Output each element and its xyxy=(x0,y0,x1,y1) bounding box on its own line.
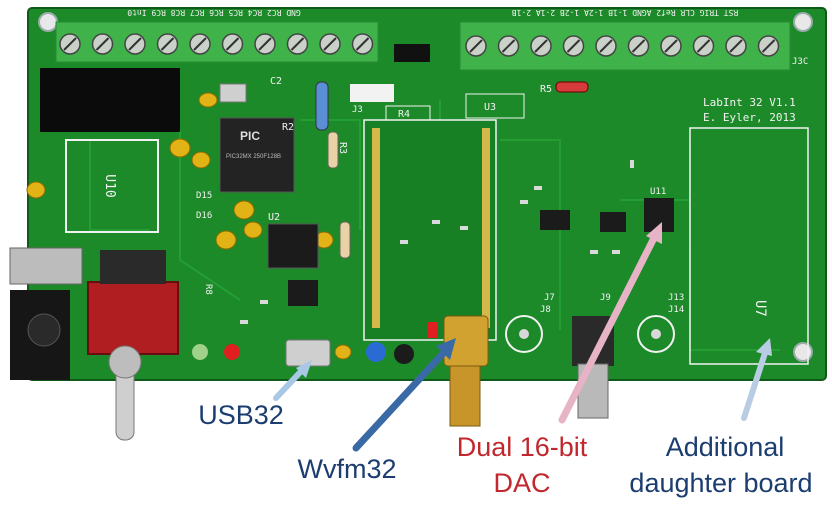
arrow-wvfm32-head xyxy=(436,338,456,360)
terminal-screw-slot xyxy=(63,37,77,51)
label-r4: R4 xyxy=(398,109,410,120)
label-r3: R3 xyxy=(337,142,348,154)
mounting-hole xyxy=(793,342,813,362)
terminal-screw-slot xyxy=(566,39,581,53)
chip xyxy=(288,280,318,306)
terminal-screw-slot xyxy=(95,37,110,51)
additional-daughter-board-outline xyxy=(689,127,809,365)
toggle-switch-body xyxy=(87,281,179,355)
terminal-screw-slot xyxy=(664,39,678,53)
resistor xyxy=(315,81,329,131)
board-title-line2: E. Eyler, 2013 xyxy=(703,111,796,124)
label-j9: J9 xyxy=(600,293,611,303)
led-red xyxy=(224,344,240,360)
smd-components xyxy=(240,160,634,324)
terminal-screw-slot xyxy=(631,39,646,53)
terminal-screw-slot xyxy=(355,37,370,51)
label-j8: J8 xyxy=(540,305,551,315)
label-r2: R2 xyxy=(282,122,294,133)
led-green xyxy=(192,344,208,360)
label-u3: U3 xyxy=(484,102,496,113)
annotation-daughter-line1: Additional xyxy=(665,432,785,462)
terminal-screw-slot xyxy=(696,39,711,53)
resistor xyxy=(327,131,339,169)
bnc-pads xyxy=(505,315,675,353)
power-jack-metal xyxy=(9,247,83,285)
led-small-red xyxy=(428,322,438,338)
pic-chip xyxy=(219,117,295,193)
arrow-wvfm32 xyxy=(352,344,452,452)
label-c2: C2 xyxy=(270,76,282,87)
label-d15: D15 xyxy=(196,191,212,201)
label-j3: J3 xyxy=(352,105,363,115)
arrow-usb32-head xyxy=(296,360,312,378)
terminal-screw-slot xyxy=(128,37,142,51)
transistor xyxy=(394,344,414,364)
power-jack-hole xyxy=(27,313,61,347)
terminal-screws-left xyxy=(59,33,374,55)
black-module xyxy=(40,68,180,132)
pad-center xyxy=(519,329,529,339)
pad-center xyxy=(651,329,661,339)
pic-part-number: PIC32MX 250F128B xyxy=(226,154,281,160)
arrow-dac xyxy=(558,230,660,424)
arrow-dac-head xyxy=(646,222,662,244)
header-top xyxy=(394,44,430,62)
board-title-line1: LabInt 32 V1.1 xyxy=(703,96,796,109)
annotation-wvfm32: Wvfm32 xyxy=(297,454,397,484)
label-j7: J7 xyxy=(544,293,555,303)
header-pins xyxy=(372,128,490,328)
arrow-daughter-head xyxy=(756,338,772,356)
terminal-screw-slot xyxy=(599,39,613,53)
label-j14: J14 xyxy=(668,305,684,315)
terminal-screw-slot xyxy=(160,37,175,51)
pic-logo: PIC xyxy=(240,129,260,143)
regulator-u2 xyxy=(267,223,319,269)
terminal-screw-slot xyxy=(193,37,207,51)
arrow-daughter xyxy=(741,347,769,421)
label-u7: U7 xyxy=(752,300,768,317)
terminal-screw-slot xyxy=(225,37,240,51)
red-resistor-r5 xyxy=(555,81,589,93)
sma-connector-gold-thread xyxy=(449,365,481,427)
terminal-screw-slot xyxy=(761,39,776,53)
label-u2: U2 xyxy=(268,212,280,223)
terminal-screw-slot xyxy=(534,39,548,53)
header-j3 xyxy=(350,84,394,102)
annotation-dac-line2: DAC xyxy=(493,468,551,498)
toggle-switch-pins xyxy=(100,250,166,284)
terminal-screw-slot xyxy=(729,39,743,53)
terminal-screws-right xyxy=(465,35,780,57)
label-r5: R5 xyxy=(540,84,552,95)
label-j3c: J3C xyxy=(792,57,808,67)
led-blue-cap xyxy=(366,342,386,362)
label-u11: U11 xyxy=(650,187,666,197)
r4-outline xyxy=(385,105,431,121)
chip xyxy=(540,210,570,230)
terminal-screw-slot xyxy=(469,39,483,53)
label-d16: D16 xyxy=(196,211,212,221)
wvfm32-daughter-board xyxy=(363,119,497,341)
annotation-dac-line1: Dual 16-bit xyxy=(456,432,588,462)
top-right-pin-labels: RST TRIG CLR Ref2 AGND 1-1B 1-2A 1-2B 2-… xyxy=(512,8,739,17)
toggle-switch-nut xyxy=(108,345,142,379)
crystal xyxy=(219,83,247,103)
annotation-daughter-line2: daughter board xyxy=(629,468,813,498)
resistor xyxy=(339,221,351,259)
annotation-usb32: USB32 xyxy=(198,400,284,430)
label-r8: R8 xyxy=(203,284,213,295)
top-left-pin-labels: GND RC2 RC4 RC5 RC6 RC7 RC8 RC9 Int0 xyxy=(127,8,301,17)
mounting-hole xyxy=(38,12,58,32)
u10-outline xyxy=(65,139,159,233)
chip xyxy=(600,212,626,232)
u3-outline xyxy=(465,93,525,119)
terminal-screw-slot xyxy=(290,37,305,51)
label-j13: J13 xyxy=(668,293,684,303)
terminal-screw-slot xyxy=(501,39,516,53)
terminal-screw-slot xyxy=(323,37,337,51)
mounting-hole xyxy=(793,12,813,32)
terminal-screw-slot xyxy=(258,37,272,51)
label-u10: U10 xyxy=(102,174,117,197)
